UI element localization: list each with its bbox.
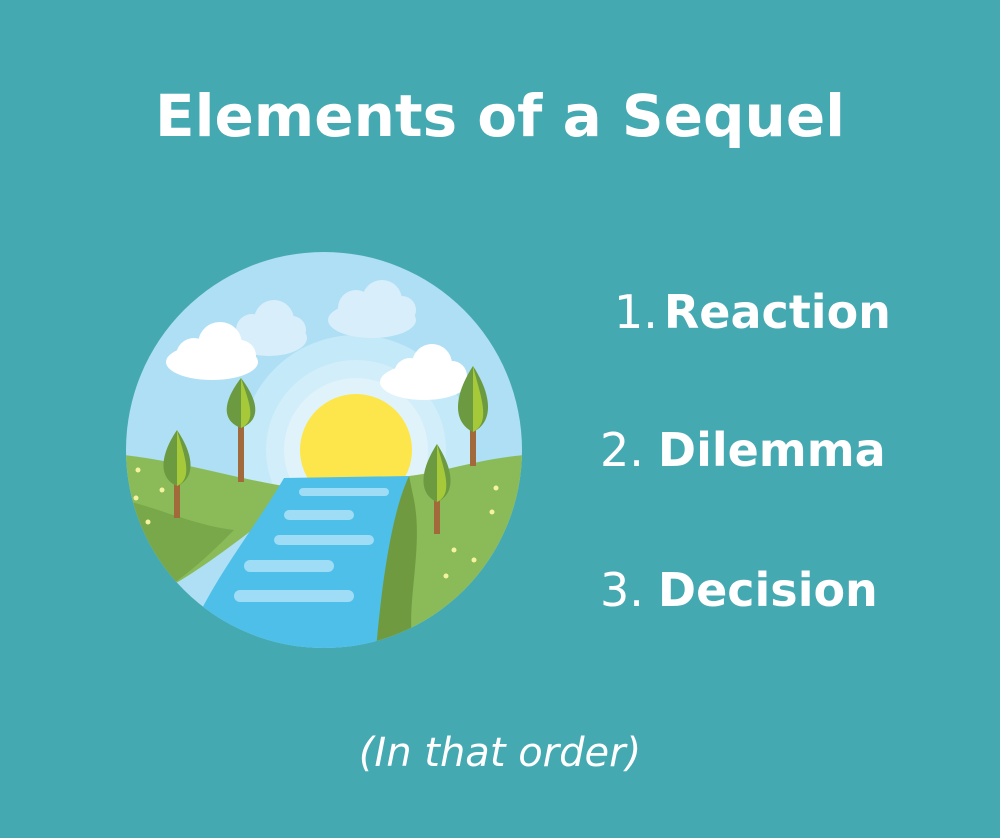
list-item: 3.Decision <box>600 560 878 620</box>
page-title: Elements of a Sequel <box>154 82 846 150</box>
step-number: 3. <box>600 563 644 617</box>
list-item: 1.Reaction <box>614 282 891 342</box>
step-label: Reaction <box>663 285 891 339</box>
step-number: 2. <box>600 423 644 477</box>
landscape-river-sun-icon <box>124 250 524 650</box>
footnote: (In that order) <box>358 730 642 776</box>
step-number: 1. <box>614 285 658 339</box>
step-label: Dilemma <box>657 423 886 477</box>
step-label: Decision <box>657 563 878 617</box>
list-item: 2.Dilemma <box>600 420 886 480</box>
